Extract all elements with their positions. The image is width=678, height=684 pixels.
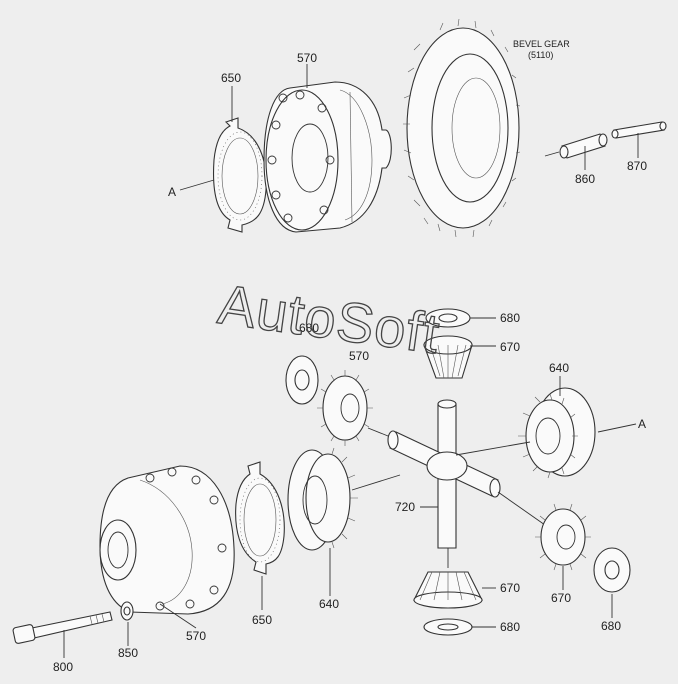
label-670-right: 670: [551, 591, 571, 605]
label-870: 870: [627, 159, 647, 173]
leader-lines: [63, 64, 639, 658]
label-680-mid: 680: [299, 321, 319, 335]
cross-shaft-720: [387, 399, 546, 549]
watermark-autosoft: AutoSoft: [215, 272, 444, 365]
bevel-gear-5110: [403, 18, 521, 238]
label-640-right: 640: [549, 361, 569, 375]
side-gear-640-right: [518, 387, 637, 479]
thrust-washer-680-mid: [285, 355, 319, 405]
gasket-650-top: [213, 117, 267, 233]
label-640-bottom: 640: [319, 597, 339, 611]
label-650-bottom: 650: [252, 613, 272, 627]
label-a-left: A: [168, 185, 176, 199]
pinion-gear-670-top: [423, 335, 473, 379]
label-680-top: 680: [500, 311, 520, 325]
label-800: 800: [53, 660, 73, 674]
case-half-570-bottom: [99, 465, 235, 615]
label-860: 860: [575, 172, 595, 186]
label-720: 720: [395, 500, 415, 514]
label-650-top: 650: [221, 71, 241, 85]
label-bevel-gear-code: (5110): [528, 50, 553, 60]
pinion-gear-570-mid: [317, 370, 399, 446]
bolt-800: [12, 611, 113, 644]
label-570-bottom: 570: [186, 629, 206, 643]
pin-860: [544, 133, 608, 159]
label-670-top: 670: [500, 340, 520, 354]
label-bevel-gear-title: BEVEL GEAR: [513, 39, 570, 49]
roll-pin-870: [611, 121, 667, 139]
case-half-570-top: [263, 81, 392, 233]
pinion-gear-670-bottom: [413, 548, 483, 609]
thrust-washer-680-right: [593, 547, 631, 593]
label-680-right: 680: [601, 619, 621, 633]
label-680-bottom: 680: [500, 620, 520, 634]
gasket-650-bottom: [235, 461, 285, 575]
side-gear-640-bottom: [287, 447, 401, 551]
thrust-washer-680-top: [425, 308, 471, 328]
label-570-mid: 570: [349, 349, 369, 363]
label-570-top: 570: [297, 51, 317, 65]
part-labels: 650 570 A BEVEL GEAR (5110) 860 870 680 …: [53, 39, 647, 674]
thrust-washer-680-bottom: [423, 618, 473, 636]
washer-850: [120, 601, 134, 621]
label-a-right: A: [638, 417, 646, 431]
label-850: 850: [118, 646, 138, 660]
label-670-bottom: 670: [500, 581, 520, 595]
pinion-gear-670-right: [535, 503, 591, 571]
